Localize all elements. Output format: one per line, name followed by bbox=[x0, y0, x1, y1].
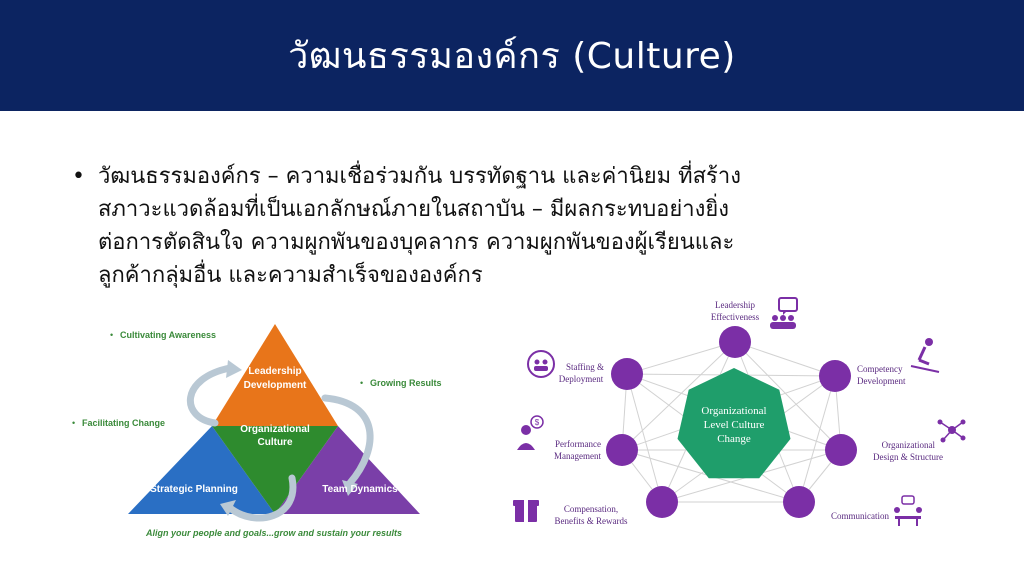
design-item-1: Organizational bbox=[882, 440, 936, 450]
culture-label-2: Culture bbox=[258, 437, 293, 448]
leadership-item-2: Effectiveness bbox=[711, 312, 760, 322]
strategic-triangle bbox=[128, 426, 275, 514]
node-leadership bbox=[719, 326, 751, 358]
svg-text:$: $ bbox=[535, 418, 540, 427]
compensation-item-2: Benefits & Rewards bbox=[555, 516, 628, 526]
bullet-marker: • bbox=[72, 164, 85, 189]
culture-triangle bbox=[212, 426, 338, 514]
skier-icon bbox=[910, 338, 940, 373]
competency-item-2: Development bbox=[857, 376, 906, 386]
bullet-star-2: • bbox=[360, 378, 363, 388]
staffing-item-1: Staffing & bbox=[566, 362, 604, 372]
node-performance bbox=[606, 434, 638, 466]
connector-line bbox=[734, 341, 842, 451]
center-label-2: Level Culture bbox=[704, 419, 765, 431]
triangle-diagram: Leadership Development Organizational Cu… bbox=[72, 324, 442, 538]
compensation-item-1: Compensation, bbox=[564, 504, 618, 514]
gift-icon bbox=[513, 500, 539, 522]
bullet-star-3: • bbox=[72, 418, 75, 428]
team-label: Team Dynamics bbox=[322, 484, 398, 495]
communication-item: Communication bbox=[831, 511, 889, 521]
team-triangle bbox=[275, 426, 420, 514]
leadership-label-1: Leadership bbox=[248, 366, 301, 377]
bullet-block: • วัฒนธรรมองค์กร – ความเชื่อร่วมกัน บรรท… bbox=[72, 160, 972, 292]
growing-callout: Growing Results bbox=[370, 378, 442, 388]
money-person-icon: $ bbox=[517, 415, 544, 450]
center-label-3: Change bbox=[717, 433, 751, 445]
heptagon-diagram: Organizational Level Culture Change Lead… bbox=[513, 297, 966, 526]
design-item-2: Design & Structure bbox=[873, 452, 943, 462]
arrow-heads bbox=[220, 360, 358, 516]
meeting-icon bbox=[894, 495, 922, 526]
leadership-label-2: Development bbox=[244, 380, 307, 391]
node-staffing bbox=[611, 358, 643, 390]
bullet-text: วัฒนธรรมองค์กร – ความเชื่อร่วมกัน บรรทัด… bbox=[98, 164, 741, 288]
node-group bbox=[606, 326, 857, 518]
cycle-arrows-icon bbox=[187, 364, 374, 522]
connector-line bbox=[626, 341, 736, 375]
strategic-label: Strategic Planning bbox=[150, 484, 238, 495]
cultivating-callout: Cultivating Awareness bbox=[120, 330, 216, 340]
performance-item-1: Performance bbox=[555, 439, 601, 449]
node-competency bbox=[819, 360, 851, 392]
staffing-item-2: Deployment bbox=[559, 374, 604, 384]
performance-item-2: Management bbox=[554, 451, 601, 461]
network-icon bbox=[937, 419, 966, 443]
node-compensation bbox=[646, 486, 678, 518]
bullet-star-1: • bbox=[110, 330, 113, 340]
slide-title: วัฒนธรรมองค์กร (Culture) bbox=[288, 36, 736, 77]
culture-label-1: Organizational bbox=[240, 424, 310, 435]
title-bar: วัฒนธรรมองค์กร (Culture) bbox=[0, 0, 1024, 111]
competency-item-1: Competency bbox=[857, 364, 903, 374]
node-communication bbox=[783, 486, 815, 518]
connector-line bbox=[798, 375, 836, 503]
connector-line bbox=[621, 341, 736, 451]
connector-line bbox=[626, 373, 663, 503]
facilitating-callout: Facilitating Change bbox=[82, 418, 165, 428]
people-cycle-icon bbox=[527, 350, 555, 378]
center-heptagon bbox=[677, 368, 791, 479]
team-chat-icon bbox=[770, 297, 798, 329]
tagline: Align your people and goals...grow and s… bbox=[145, 528, 402, 538]
leadership-item-1: Leadership bbox=[715, 300, 755, 310]
leadership-triangle bbox=[212, 324, 338, 426]
center-label-1: Organizational bbox=[701, 405, 766, 417]
node-design bbox=[825, 434, 857, 466]
connector-line bbox=[734, 341, 836, 377]
